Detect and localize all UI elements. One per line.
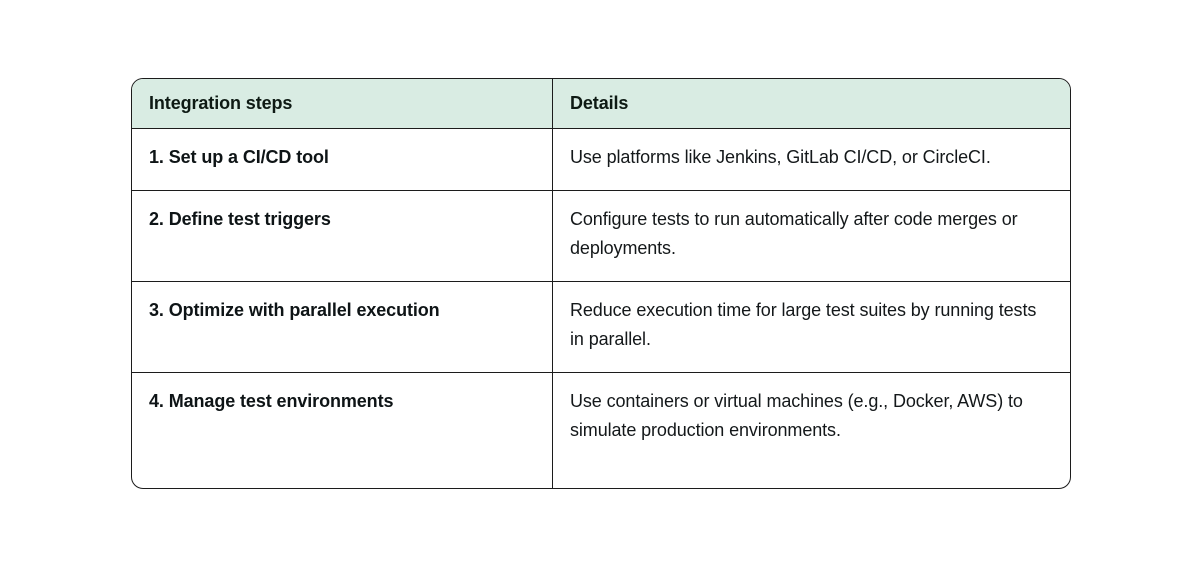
column-header-integration-steps: Integration steps bbox=[132, 79, 553, 129]
cell-detail-3: Reduce execution time for large test sui… bbox=[553, 282, 1070, 373]
cell-detail-4: Use containers or virtual machines (e.g.… bbox=[570, 391, 1023, 440]
table-row: 3. Optimize with parallel execution Redu… bbox=[132, 282, 1070, 373]
table-row: 4. Manage test environments Use containe… bbox=[132, 373, 1070, 488]
cell-step-4: 4. Manage test environments bbox=[132, 373, 553, 488]
cell-step-1: 1. Set up a CI/CD tool bbox=[132, 129, 553, 191]
table-header: Integration steps Details bbox=[132, 79, 1070, 129]
table-body: 1. Set up a CI/CD tool Use platforms lik… bbox=[132, 129, 1070, 488]
column-header-details: Details bbox=[553, 79, 1070, 129]
cell-detail-2: Configure tests to run automatically aft… bbox=[553, 191, 1070, 282]
integration-steps-table-container: Integration steps Details 1. Set up a CI… bbox=[131, 78, 1071, 489]
table-row: 2. Define test triggers Configure tests … bbox=[132, 191, 1070, 282]
table-header-row: Integration steps Details bbox=[132, 79, 1070, 129]
table-row: 1. Set up a CI/CD tool Use platforms lik… bbox=[132, 129, 1070, 191]
integration-steps-table: Integration steps Details 1. Set up a CI… bbox=[131, 78, 1071, 489]
cell-step-2: 2. Define test triggers bbox=[132, 191, 553, 282]
cell-detail-1: Use platforms like Jenkins, GitLab CI/CD… bbox=[553, 129, 1070, 191]
cell-step-3: 3. Optimize with parallel execution bbox=[132, 282, 553, 373]
